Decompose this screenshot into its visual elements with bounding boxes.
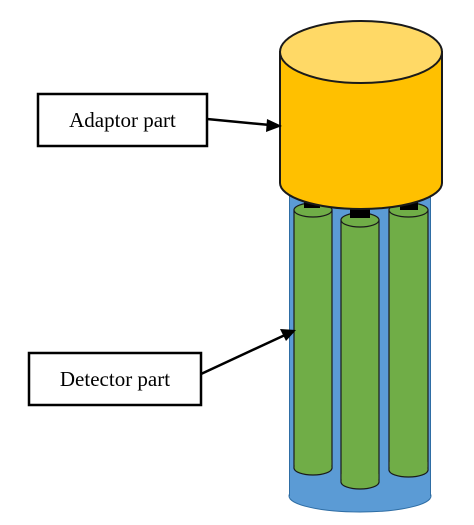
rod-right (388, 202, 429, 478)
adaptor-label: Adaptor part (36, 92, 209, 148)
detector-rods (293, 202, 429, 490)
rod-center (340, 212, 380, 490)
rod-left (293, 202, 333, 476)
detector-label-text: Detector part (60, 367, 170, 391)
adaptor-cylinder (279, 20, 443, 210)
adaptor-arrow (206, 117, 282, 132)
detector-label: Detector part (27, 351, 203, 407)
adaptor-label-text: Adaptor part (69, 108, 176, 132)
detector-arrow (200, 329, 296, 376)
